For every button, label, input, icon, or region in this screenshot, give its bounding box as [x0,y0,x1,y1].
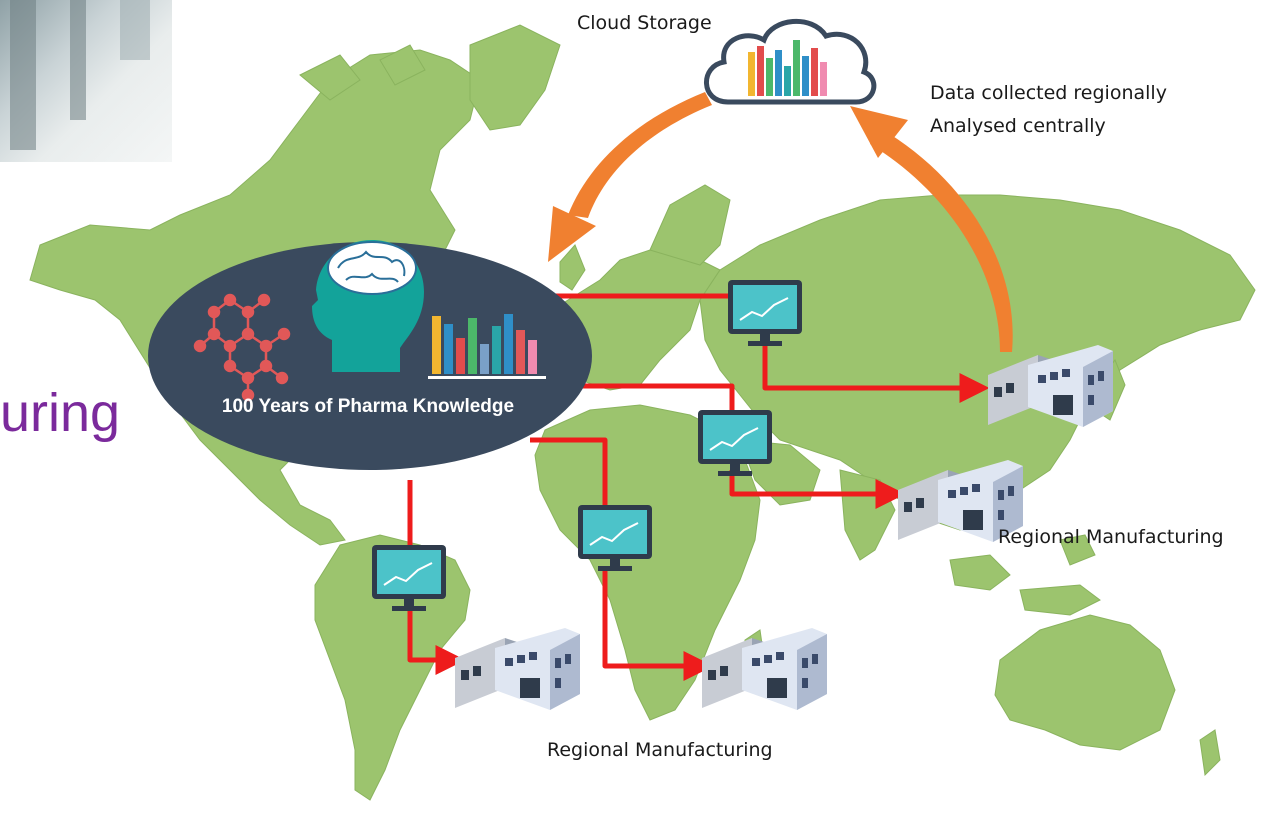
link-monitor-africa-to-factory-africa [602,568,714,681]
monitor-chart-icon [728,280,802,346]
monitor-chart-icon [578,505,652,571]
cloud-storage-label: Cloud Storage [577,12,712,34]
knowledge-hub: 100 Years of Pharma Knowledge [148,240,592,470]
note-line-2: Analysed centrally [930,115,1106,137]
factory-icon [702,628,827,710]
link-hub-to-monitor-mideast [580,383,735,412]
molecule-icon [193,293,291,402]
bar-chart-icon [428,314,546,379]
link-hub-to-monitor-africa [530,437,608,505]
link-monitor-russia-to-factory-asia [762,340,990,403]
link-monitor-mideast-to-factory-india [729,470,906,509]
note-line-1: Data collected regionally [930,82,1167,104]
monitor-chart-icon [372,545,446,611]
regional-manufacturing-label-south: Regional Manufacturing [547,739,773,761]
hub-caption: 100 Years of Pharma Knowledge [222,396,514,417]
arrow-cloud-to-hub [568,92,712,218]
link-monitor-samerica-to-factory-samerica [407,608,466,675]
factory-icon [988,345,1113,427]
monitor-chart-icon [698,410,772,476]
factory-icon [455,628,580,710]
factory-icon [898,460,1023,542]
cloud-chart-icon [704,19,877,105]
brain-head-icon [312,240,424,372]
arrow-factory-to-cloud [870,128,1013,352]
lab-photo [0,0,172,162]
world-map [29,24,1256,801]
cloud-flow-arrows [548,92,1013,352]
regional-manufacturing-label-east: Regional Manufacturing [998,526,1224,548]
partial-slide-title: uring [0,383,121,443]
data-links [407,293,990,681]
